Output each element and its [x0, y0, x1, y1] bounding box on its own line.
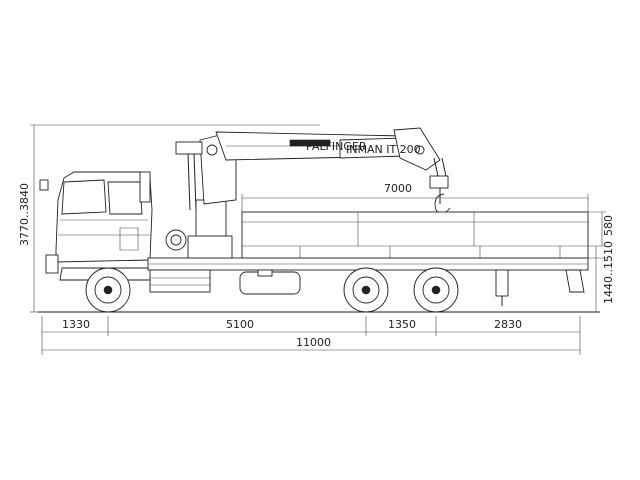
overall-height-dimension: 3770..3840: [18, 125, 38, 313]
tandem-spacing-label: 1350: [388, 318, 416, 331]
platform-length-dimension: 7000: [241, 182, 589, 212]
wheelbase-label: 5100: [226, 318, 254, 331]
side-height-label: 580: [602, 215, 615, 236]
truck-cab: [39, 171, 153, 281]
rear-wheel-2: [413, 267, 459, 313]
axle-spacing-dimensions: 1330 5100 1350 2830: [41, 316, 581, 355]
cargo-platform: [241, 211, 589, 259]
front-wheel: [85, 267, 131, 313]
side-height-dimension: 580: [588, 211, 615, 247]
platform-length-label: 7000: [384, 182, 412, 195]
crane-boom: PALFINGER INMAN IT 200: [215, 127, 451, 214]
front-overhang-label: 1330: [62, 318, 90, 331]
crane-brand-label: PALFINGER: [306, 140, 367, 153]
crane-model-label: INMAN IT 200: [346, 143, 421, 156]
platform-height-dimension: 1440..1510: [588, 241, 615, 312]
crane-column: [165, 133, 237, 259]
rear-outrigger: [495, 269, 585, 306]
platform-height-label: 1440..1510: [602, 241, 615, 304]
rear-wheel-1: [343, 267, 389, 313]
chassis-frame: [147, 257, 589, 295]
overall-height-label: 3770..3840: [18, 183, 31, 246]
overall-length-label: 11000: [296, 336, 331, 349]
overall-length-dimension: 11000: [42, 336, 580, 351]
rear-overhang-label: 2830: [494, 318, 522, 331]
